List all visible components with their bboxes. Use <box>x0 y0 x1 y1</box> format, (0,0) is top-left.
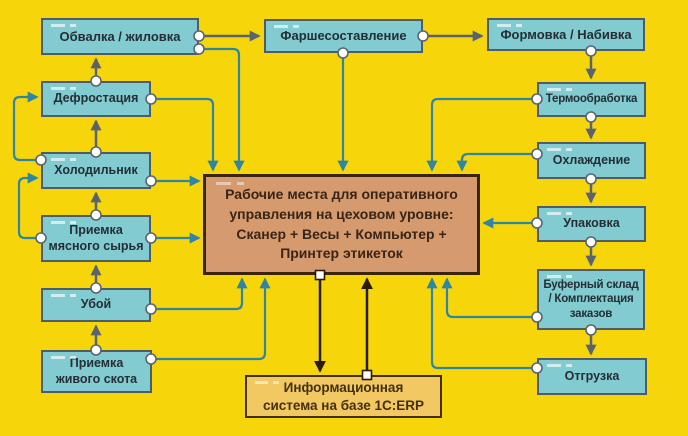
node-otgruzka: Отгрузка <box>537 358 647 395</box>
link-bufer-to-central <box>441 277 537 319</box>
link-holod-to-defrost <box>12 91 41 162</box>
node-uboj: Убой <box>41 288 151 322</box>
node-termoobrabotka: Термообработка <box>537 82 646 117</box>
node-priemka-myasnogo-syrya: Приемка мясного сырья <box>41 215 151 262</box>
central-workstations-box: Рабочие места для оперативного управлени… <box>203 174 480 275</box>
node-ohlazhdenie: Охлаждение <box>537 142 646 179</box>
node-priemka-zhivogo-skota: Приемка живого скота <box>41 350 152 393</box>
node-bufernyj-sklad: Буферный склад / Комплектация заказов <box>537 269 645 330</box>
link-priemkam-to-holod <box>17 172 41 240</box>
erp-system-box: Информационная система на базе 1С:ERP <box>245 375 442 418</box>
link-otgruzka-to-central <box>426 277 537 370</box>
node-obvalka-zhilovka: Обвалка / жиловка <box>41 18 199 55</box>
node-formovka-nabivka: Формовка / Набивка <box>487 18 645 51</box>
link-uboj-to-central <box>151 277 248 311</box>
node-farshesostavlenie: Фаршесоставление <box>264 19 423 53</box>
node-defrostacia: Дефростация <box>41 81 151 117</box>
node-upakovka: Упаковка <box>537 206 646 242</box>
link-ohlazh-to-central <box>456 152 537 172</box>
erp-link-arrows <box>314 277 373 373</box>
link-priemkazh-to-central <box>151 277 271 361</box>
node-holodilnik: Холодильник <box>41 152 151 189</box>
link-termo-to-central <box>426 97 537 172</box>
link-obvalka-to-central <box>199 47 245 172</box>
connector-squares <box>314 269 373 381</box>
link-defrost-to-central <box>151 97 219 172</box>
